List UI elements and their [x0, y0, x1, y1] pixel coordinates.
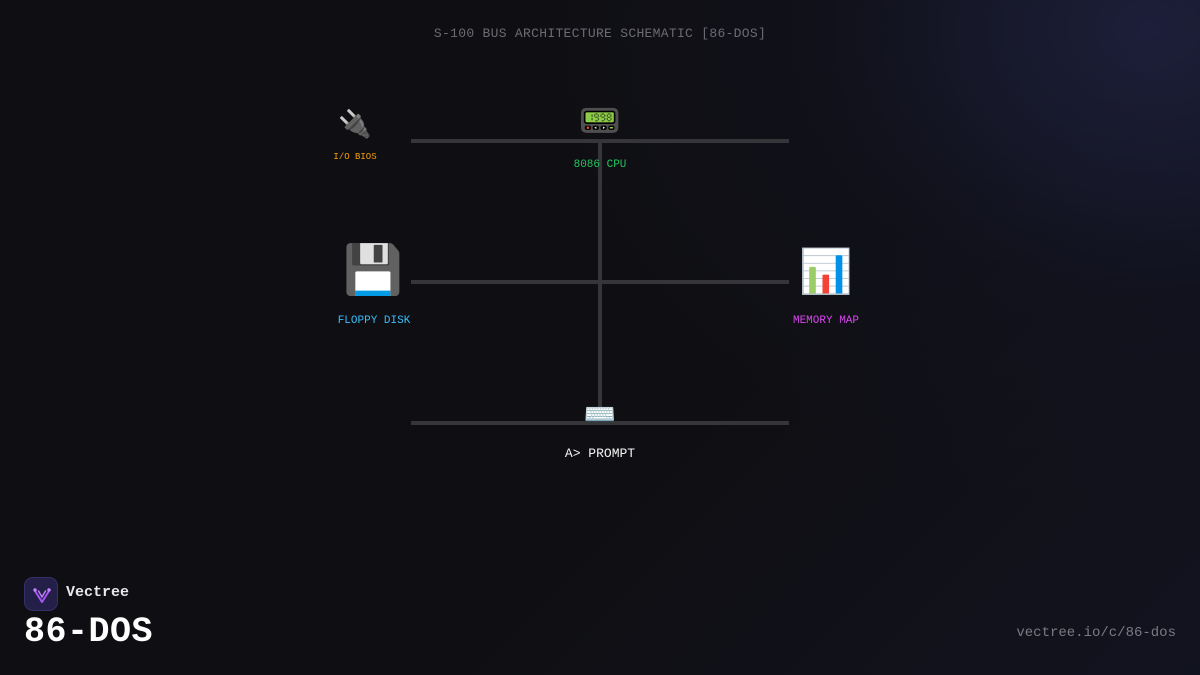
- brand-name: Vectree: [66, 584, 130, 601]
- prompt-label: A> PROMPT: [564, 446, 636, 461]
- pager-icon: 📟: [578, 101, 622, 141]
- page-title: 86-DOS: [24, 612, 154, 652]
- io-bios-label: I/O BIOS: [333, 152, 377, 162]
- bus-line-vertical: [598, 139, 602, 425]
- plug-icon: 🔌: [338, 109, 372, 140]
- floppy-disk-icon: 💾: [343, 242, 403, 298]
- vectree-logo-icon[interactable]: [24, 577, 58, 611]
- cpu-label: 8086 CPU: [573, 159, 627, 171]
- keyboard-icon: ⌨️: [583, 400, 617, 430]
- schematic-title: S-100 BUS ARCHITECTURE SCHEMATIC [86-DOS…: [433, 26, 767, 41]
- memory-map-label: MEMORY MAP: [792, 315, 859, 327]
- page-url[interactable]: vectree.io/c/86-dos: [1016, 625, 1176, 641]
- bar-chart-icon: 📊: [799, 247, 853, 297]
- floppy-disk-label: FLOPPY DISK: [337, 315, 411, 327]
